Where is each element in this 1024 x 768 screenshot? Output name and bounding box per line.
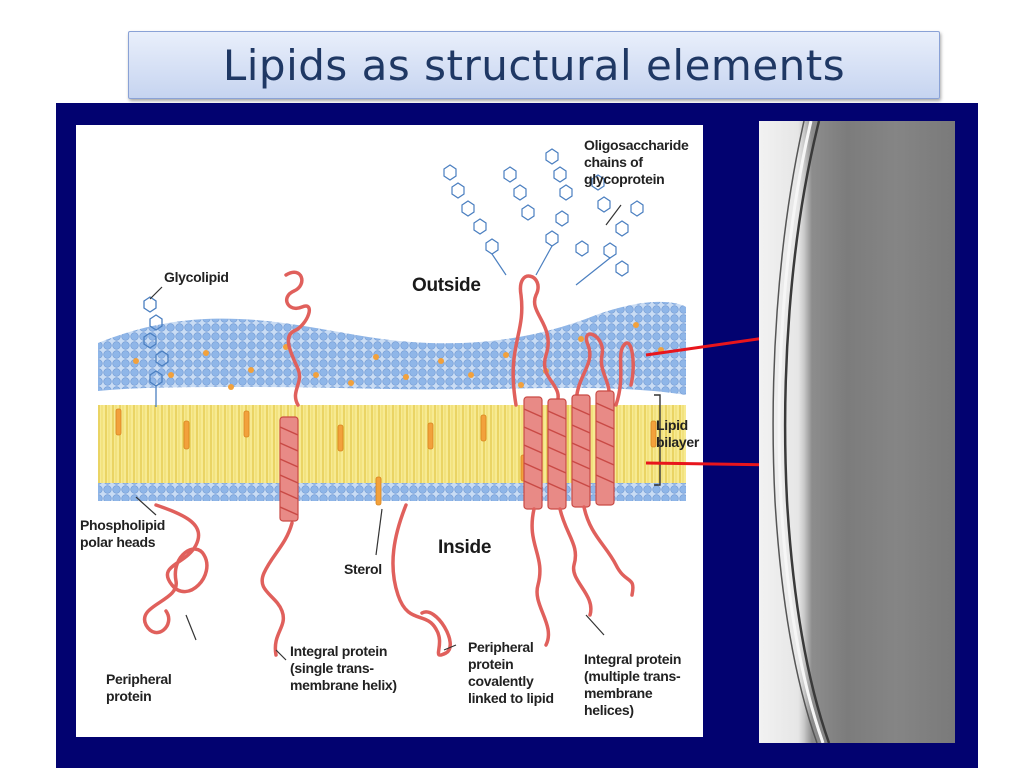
label-oligosaccharide: Oligosaccharide chains of glycoprotein xyxy=(584,137,689,187)
outer-leaflet-heads xyxy=(98,301,686,395)
glycolipid-chain xyxy=(143,296,169,407)
peripheral-protein-covalent xyxy=(391,503,452,657)
sterol-molecules xyxy=(115,408,657,506)
bilayer-bracket xyxy=(654,394,661,486)
leader-lines xyxy=(135,204,622,661)
label-phospholipid-heads: Phospholipid polar heads xyxy=(80,517,166,550)
slide-title: Lipids as structural elements xyxy=(222,40,846,90)
electron-micrograph xyxy=(759,121,955,743)
title-box: Lipids as structural elements xyxy=(128,31,940,99)
label-lipid-bilayer: Lipid bilayer xyxy=(656,417,700,450)
label-integral-single: Integral protein (single trans- membrane… xyxy=(290,643,397,693)
label-peripheral-protein: Peripheral protein xyxy=(106,671,172,704)
single-helix-protein xyxy=(260,270,312,657)
peripheral-protein-left xyxy=(142,503,209,635)
label-peripheral-covalent: Peripheral protein covalently linked to … xyxy=(468,639,554,706)
label-glycolipid: Glycolipid xyxy=(164,269,229,285)
membrane-diagram: Oligosaccharide chains of glycoprotein G… xyxy=(76,125,703,737)
label-inside: Inside xyxy=(438,537,492,558)
label-outside: Outside xyxy=(412,275,481,296)
membrane-illustration xyxy=(98,148,686,661)
single-helix-body xyxy=(279,416,299,522)
label-integral-multiple: Integral protein (multiple trans- membra… xyxy=(584,651,682,718)
label-sterol: Sterol xyxy=(344,561,382,577)
micrograph-membrane-edge xyxy=(772,121,831,743)
content-panel: Oligosaccharide chains of glycoprotein G… xyxy=(56,103,978,768)
multi-helix-protein xyxy=(511,274,635,647)
oligosaccharide-chains xyxy=(443,148,644,286)
